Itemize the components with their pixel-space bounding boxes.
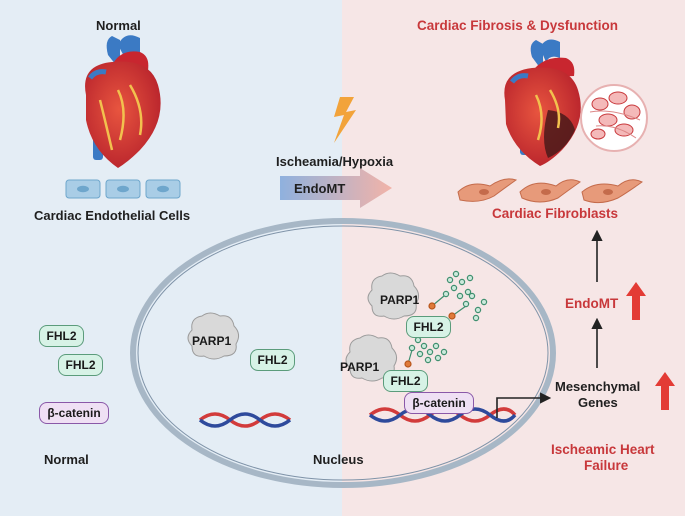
- par-chain-icon: [428, 270, 488, 322]
- complex2-fhl2-protein: FHL2: [383, 370, 428, 392]
- parp1-protein-icon-3: [345, 334, 398, 382]
- fibroblast-cells-icon: [457, 178, 643, 204]
- complex2-parp1-label: PARP1: [340, 360, 380, 374]
- genes-label-line1: Mesenchymal: [555, 379, 641, 394]
- complex2-beta-catenin-protein: β-catenin: [404, 392, 474, 414]
- complex1-fhl2-protein: FHL2: [406, 316, 451, 338]
- endothelial-cells-icon: [65, 179, 181, 199]
- up-arrow-icon: [626, 282, 646, 320]
- up-arrow-icon-2: [655, 372, 675, 410]
- dna-helix-icon: [198, 412, 292, 428]
- fibrotic-tissue-zoom-icon: [580, 84, 648, 152]
- lightning-icon: [334, 97, 356, 143]
- normal-bottom-label: Normal: [44, 452, 89, 467]
- normal-heart-icon: [85, 35, 161, 168]
- endomt-label: EndoMT: [565, 296, 619, 311]
- outcome-label-line1: Ischeamic Heart: [551, 442, 655, 457]
- complex1-parp1-label: PARP1: [380, 293, 420, 307]
- parp1-label: PARP1: [192, 334, 232, 348]
- beta-catenin-protein: β-catenin: [39, 402, 109, 424]
- disease-title: Cardiac Fibrosis & Dysfunction: [417, 18, 619, 33]
- fibrotic-heart-icon: [504, 39, 581, 166]
- fhl2-protein-nucleus: FHL2: [250, 349, 295, 371]
- par-chain-icon-2: [404, 336, 448, 368]
- fhl2-protein-2: FHL2: [58, 354, 103, 376]
- transcription-arrow: [496, 392, 552, 418]
- nucleus-membrane: [130, 218, 556, 488]
- parp1-protein-icon-2: [367, 272, 420, 320]
- outcome-label-line2: Failure: [584, 458, 629, 473]
- parp1-protein-icon: [187, 312, 240, 360]
- nucleus-label: Nucleus: [313, 452, 364, 467]
- cells-label: Cardiac Endothelial Cells: [34, 208, 191, 223]
- fhl2-protein: FHL2: [39, 325, 84, 347]
- endomt-transition-arrow: [280, 168, 392, 208]
- stimulus-label: Ischeamia/Hypoxia: [276, 154, 394, 169]
- endomt-arrow-label: EndoMT: [294, 181, 346, 196]
- genes-label-line2: Genes: [578, 395, 618, 410]
- fibroblasts-label: Cardiac Fibroblasts: [492, 206, 619, 221]
- normal-title: Normal: [96, 18, 141, 33]
